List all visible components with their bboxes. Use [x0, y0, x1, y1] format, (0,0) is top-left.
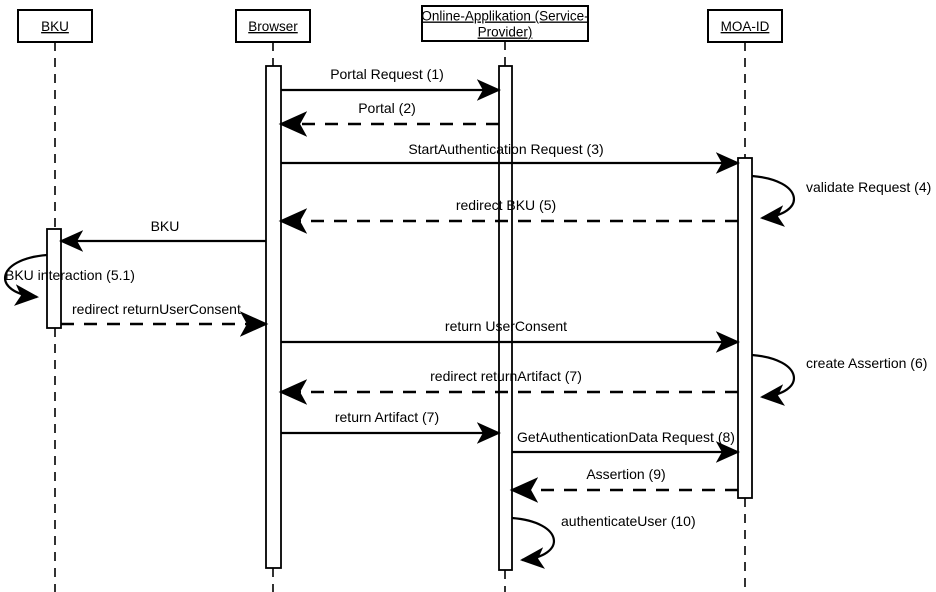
message-label-12: return Artifact (7) [335, 409, 439, 425]
message-label-13: GetAuthenticationData Request (8) [517, 429, 735, 445]
message-label-6: BKU [151, 218, 180, 234]
participant-label-oa: Online-Applikation (Service- [421, 9, 588, 24]
messages-layer [4, 79, 795, 569]
participant-box-oa[interactable] [421, 5, 589, 42]
participant-headers-layer: BKU Browser Online-Applikation (Service-Pr… [17, 5, 783, 43]
message-label-14: Assertion (9) [586, 466, 665, 482]
participant-label-oa: Provider) [478, 25, 533, 40]
participant-label-browser: Browser [248, 19, 298, 34]
activation-bar-oa [498, 65, 513, 571]
participant-box-bku[interactable] [17, 9, 93, 43]
participant-box-moaid[interactable] [707, 9, 783, 43]
message-label-15: authenticateUser (10) [561, 513, 696, 529]
message-label-10: create Assertion (6) [806, 355, 927, 371]
message-label-1: Portal Request (1) [330, 66, 444, 82]
self-message-7 [4, 253, 48, 306]
message-label-7: BKU interaction (5.1) [5, 267, 135, 283]
self-message-15 [511, 516, 555, 569]
participant-label-bku: BKU [41, 19, 69, 34]
activation-bar-moaid [737, 157, 753, 499]
self-message-4 [751, 174, 795, 227]
self-message-10 [751, 353, 795, 406]
activation-bar-browser [265, 65, 282, 569]
message-label-8: redirect returnUserConsent [72, 301, 241, 317]
activations-layer [46, 65, 753, 571]
message-labels-layer: Portal Request (1) Portal (2) StartAuthent… [5, 66, 931, 529]
activation-bar-bku [46, 228, 62, 329]
message-label-4: validate Request (4) [806, 179, 931, 195]
message-label-11: redirect returnArtifact (7) [430, 368, 582, 384]
message-label-9: return UserConsent [445, 318, 567, 334]
message-label-3: StartAuthentication Request (3) [408, 141, 603, 157]
message-label-2: Portal (2) [358, 100, 416, 116]
participant-label-moaid: MOA-ID [721, 19, 770, 34]
lifelines-layer [54, 41, 746, 592]
message-label-5: redirect BKU (5) [456, 197, 556, 213]
participant-box-browser[interactable] [235, 9, 311, 43]
